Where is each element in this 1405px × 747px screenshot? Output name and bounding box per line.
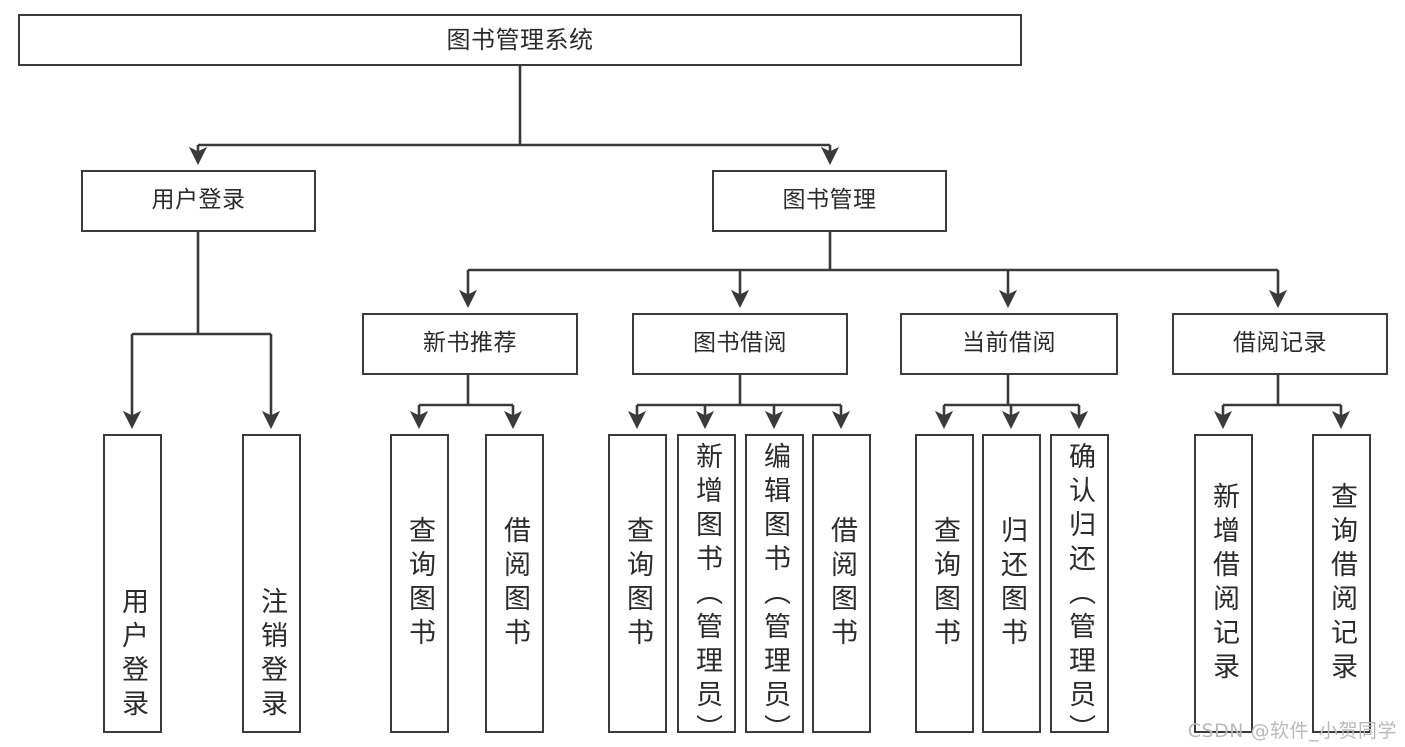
node-label: 新增借阅记录: [1208, 481, 1239, 686]
node-label: 编辑图书（管理员）: [759, 442, 790, 733]
node-leaf-borrow-book-1[interactable]: 借阅图书: [485, 434, 544, 733]
node-leaf-return-book[interactable]: 归还图书: [982, 434, 1041, 733]
node-label: 图书管理: [782, 187, 877, 214]
node-leaf-query-book-3[interactable]: 查询图书: [915, 434, 974, 733]
node-borrow-record[interactable]: 借阅记录: [1172, 313, 1388, 375]
node-label: 借阅记录: [1233, 330, 1327, 357]
node-label: 归还图书: [996, 515, 1027, 652]
node-book-management-system[interactable]: 图书管理系统: [18, 14, 1022, 66]
node-user-login[interactable]: 用户登录: [81, 170, 316, 232]
node-leaf-user-login[interactable]: 用户登录: [103, 434, 162, 733]
node-label: 当前借阅: [962, 330, 1056, 357]
node-label: 图书借阅: [693, 330, 787, 357]
node-leaf-query-borrow-record[interactable]: 查询借阅记录: [1312, 434, 1371, 733]
node-label: 查询借阅记录: [1326, 481, 1357, 686]
node-label: 注销登录: [256, 587, 287, 723]
node-label: 借阅图书: [499, 515, 530, 652]
node-leaf-confirm-return-admin[interactable]: 确认归还（管理员）: [1050, 434, 1109, 733]
node-leaf-query-book-2[interactable]: 查询图书: [608, 434, 667, 733]
node-leaf-borrow-book-2[interactable]: 借阅图书: [812, 434, 871, 733]
node-new-book-recommend[interactable]: 新书推荐: [362, 313, 578, 375]
node-leaf-logout-login[interactable]: 注销登录: [242, 434, 301, 733]
node-label: 查询图书: [622, 515, 653, 652]
node-leaf-edit-book-admin[interactable]: 编辑图书（管理员）: [745, 434, 804, 733]
node-label: 查询图书: [404, 515, 435, 652]
node-label: 查询图书: [929, 515, 960, 652]
watermark-text: CSDN @软件_小贺同学: [1187, 720, 1397, 742]
node-label: 用户登录: [151, 187, 246, 214]
node-leaf-add-book-admin[interactable]: 新增图书（管理员）: [677, 434, 736, 733]
node-current-borrow[interactable]: 当前借阅: [900, 313, 1118, 375]
node-label: 图书管理系统: [446, 25, 594, 54]
node-label: 确认归还（管理员）: [1064, 442, 1095, 733]
node-label: 用户登录: [117, 587, 148, 723]
node-leaf-query-book-1[interactable]: 查询图书: [390, 434, 449, 733]
node-label: 新书推荐: [423, 330, 517, 357]
node-label: 新增图书（管理员）: [691, 442, 722, 733]
node-label: 借阅图书: [826, 515, 857, 652]
node-book-borrow[interactable]: 图书借阅: [632, 313, 848, 375]
node-book-manage[interactable]: 图书管理: [712, 170, 947, 232]
node-leaf-add-borrow-record[interactable]: 新增借阅记录: [1194, 434, 1253, 733]
